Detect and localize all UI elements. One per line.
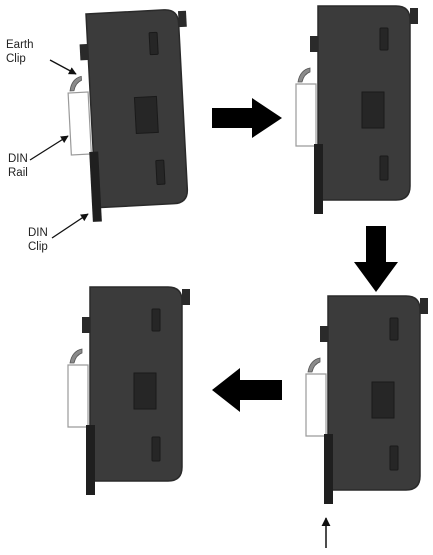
din-clip-leader	[51, 213, 89, 239]
earth-clip-leader	[49, 59, 77, 75]
arrow-left-icon	[212, 368, 282, 412]
din-rail-leader	[29, 135, 69, 161]
arrow-right-icon	[212, 98, 282, 138]
din-rail-label-line2: Rail	[8, 167, 28, 179]
din-clip-label-line1: DIN	[28, 227, 48, 239]
earth-clip-label: Earth Clip	[6, 38, 34, 66]
arrow-down-icon	[354, 226, 398, 292]
step-3-module	[305, 295, 429, 505]
din-rail-label-line1: DIN	[8, 153, 28, 165]
din-clip-label: DIN Clip	[28, 226, 48, 254]
din-clip-label-line2: Clip	[28, 241, 48, 253]
step-4-module	[67, 286, 191, 496]
din-rail-label: DIN Rail	[8, 152, 28, 180]
step-1-module	[63, 8, 198, 224]
step-2-module	[295, 5, 419, 215]
earth-clip-label-line1: Earth	[6, 39, 34, 51]
earth-clip-label-line2: Clip	[6, 53, 26, 65]
